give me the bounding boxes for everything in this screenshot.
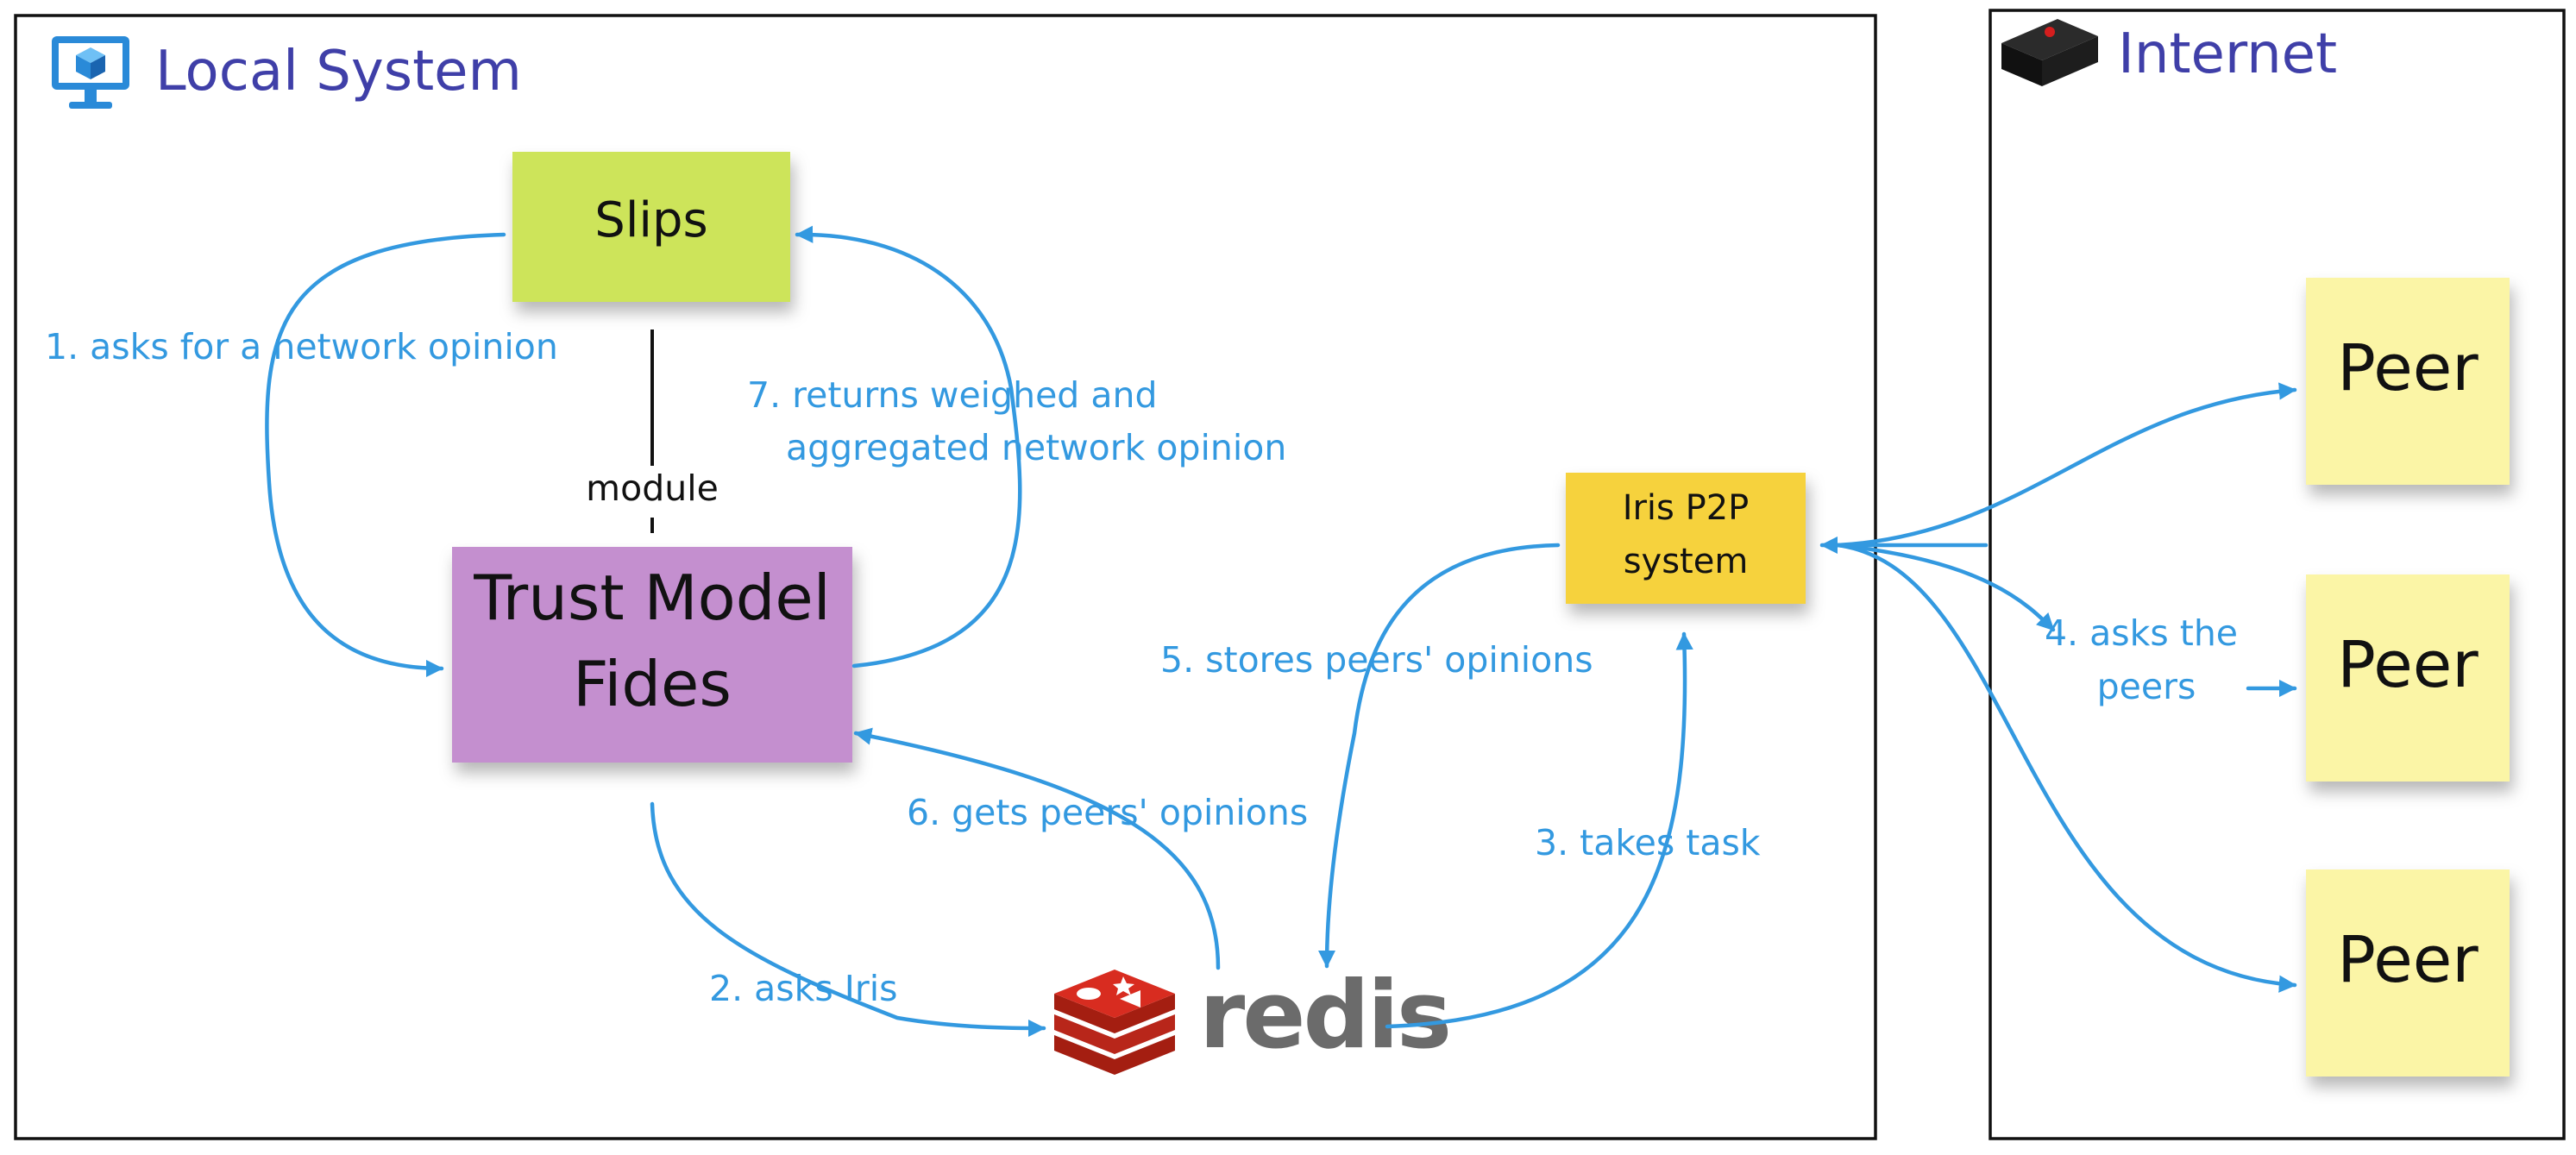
internet-title: Internet xyxy=(2118,22,2337,86)
redis-label: redis xyxy=(1199,962,1449,1070)
edge-2-label: 2. asks Iris xyxy=(709,968,897,1009)
slips-node: Slips xyxy=(512,152,790,302)
edge-3-arrow xyxy=(1385,631,1693,1029)
slips-label: Slips xyxy=(594,192,707,248)
edge-6-arrow xyxy=(853,727,1221,970)
fides-label-line1: Trust Model xyxy=(473,562,830,634)
peer-label: Peer xyxy=(2337,628,2479,702)
peer-label: Peer xyxy=(2337,331,2479,405)
peer-node: Peer xyxy=(2306,574,2510,782)
edge-4-label-line1: 4. asks the xyxy=(2045,612,2238,654)
edge-1-arrow xyxy=(265,232,506,678)
local-system-frame xyxy=(14,14,1877,1140)
edge-2-arrow xyxy=(650,801,1046,1038)
edge-7-label-line2: aggregated network opinion xyxy=(786,427,1286,468)
edge-7-arrow xyxy=(795,225,1022,669)
iris-label-line1: Iris P2P xyxy=(1623,488,1750,528)
iris-node: Iris P2P system xyxy=(1566,473,1806,604)
peer-node: Peer xyxy=(2306,869,2510,1077)
edge-3-label: 3. takes task xyxy=(1535,822,1761,863)
edge-4-arrow-peer3 xyxy=(1835,543,2297,993)
router-icon xyxy=(2001,19,2098,86)
peer-label: Peer xyxy=(2337,923,2479,997)
edge-4-label-line2: peers xyxy=(2097,666,2196,707)
edge-5-arrow xyxy=(1317,543,1561,969)
edge-7-label-line1: 7. returns weighed and xyxy=(747,374,1157,416)
fides-node: Trust Model Fides xyxy=(452,547,852,763)
edge-4-arrow-peer2-upper xyxy=(1835,543,2056,632)
edge-5-label: 5. stores peers' opinions xyxy=(1160,639,1593,681)
local-system-title: Local System xyxy=(155,40,522,104)
redis-logo-icon xyxy=(1054,970,1175,1075)
peer-node: Peer xyxy=(2306,278,2510,485)
module-label: module xyxy=(586,468,719,509)
edge-6-label: 6. gets peers' opinions xyxy=(907,792,1308,833)
monitor-icon xyxy=(52,36,129,109)
internet-frame xyxy=(1989,9,2566,1140)
edge-1-label: 1. asks for a network opinion xyxy=(45,326,558,367)
fides-label-line2: Fides xyxy=(573,648,732,720)
edge-4-arrow-peer1 xyxy=(1835,382,2297,548)
iris-label-line2: system xyxy=(1624,542,1749,581)
